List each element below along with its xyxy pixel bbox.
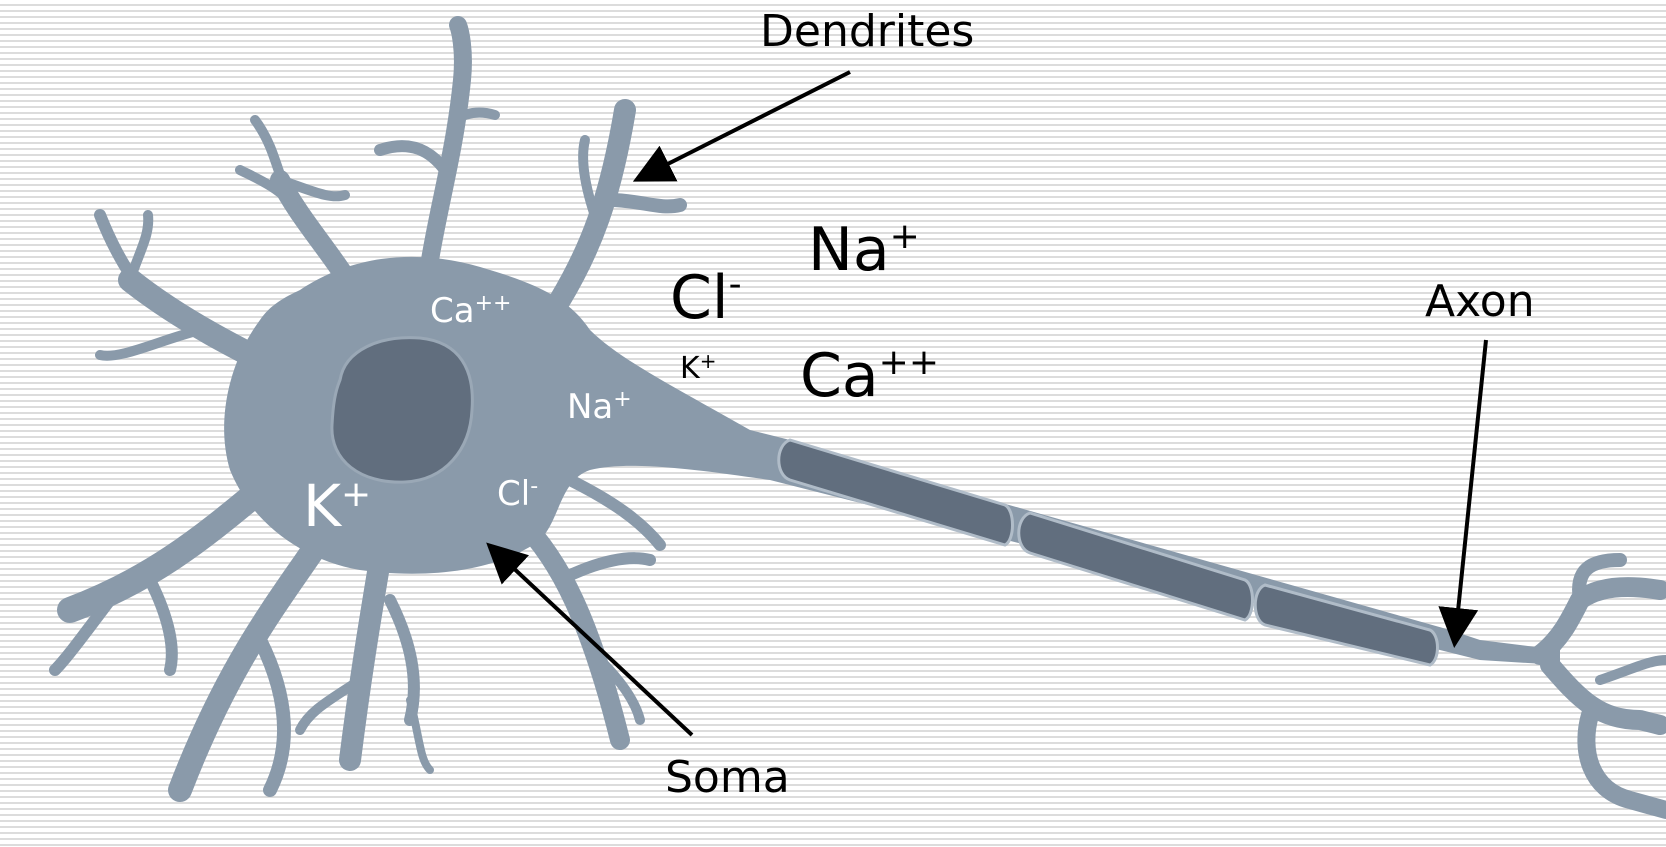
part-labels: Dendrites Soma Axon: [665, 6, 1535, 803]
neuron: [55, 25, 1666, 810]
myelin-segment: [779, 440, 1013, 545]
arrow-soma: [492, 548, 692, 735]
ion-outside-ca: Ca++: [800, 341, 939, 411]
label-axon: Axon: [1425, 276, 1535, 327]
arrow-axon: [1455, 340, 1486, 640]
nucleus: [332, 338, 472, 482]
ion-outside-cl: Cl-: [670, 263, 742, 333]
myelin-sheath: [779, 440, 1438, 665]
arrow-dendrites: [640, 72, 850, 178]
ion-outside-k: K+: [680, 349, 716, 386]
ions-outside: Na+ Cl- K+ Ca++: [670, 215, 939, 411]
label-soma: Soma: [665, 752, 790, 803]
ion-outside-na: Na+: [808, 215, 920, 285]
label-dendrites: Dendrites: [760, 6, 974, 57]
myelin-segment: [1255, 585, 1437, 665]
axon-terminals: [1540, 560, 1666, 810]
